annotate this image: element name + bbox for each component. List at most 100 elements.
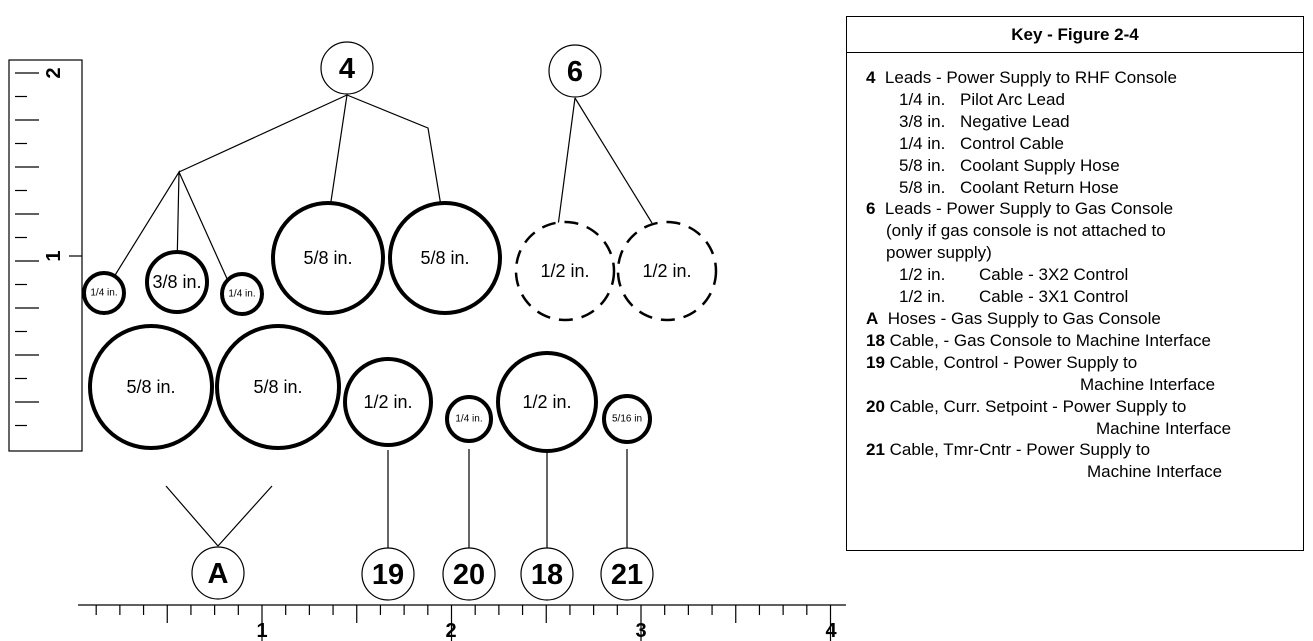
key-subitem: 1/2 in. Cable - 3X1 Control — [866, 286, 1303, 308]
key-entry-tail: Machine Interface — [1080, 374, 1216, 394]
key-entry-text: Cable, - Gas Console to Machine Interfac… — [889, 330, 1211, 350]
callout-label: 4 — [339, 53, 355, 85]
lead-circle: 1/4 in. — [220, 272, 264, 316]
leader-line-a — [217, 485, 273, 547]
h-ruler-number-2: 2 — [445, 620, 456, 641]
key-number: 20 — [866, 396, 885, 416]
key-entry-tail: Machine Interface — [1087, 462, 1223, 482]
key-size: 1/2 in. — [899, 287, 946, 307]
callout-circle — [520, 547, 574, 601]
vertical-ruler: 2 1 — [8, 59, 83, 452]
lead-circle-shape — [616, 220, 718, 322]
key-desc: Coolant Return Hose — [960, 177, 1119, 197]
lead-circle-label: 1/4 in. — [228, 289, 255, 300]
lead-circle: 1/4 in. — [445, 395, 493, 443]
lead-circle: 1/4 in. — [82, 271, 126, 315]
leader-line-4 — [178, 171, 234, 293]
key-entry-text: Leads - Power Supply to Gas Console — [884, 199, 1174, 219]
leader-line-6 — [574, 97, 653, 224]
key-number: 21 — [866, 440, 885, 460]
callout-21: 21 — [600, 547, 654, 601]
lead-circle-shape — [388, 201, 502, 315]
lead-circle-shape — [82, 271, 126, 315]
callout-20: 20 — [442, 547, 496, 601]
callout-circle — [320, 41, 374, 95]
key-size: 1/4 in. — [899, 89, 946, 109]
callout-label: 18 — [531, 559, 563, 591]
key-subitem: 1/4 in. Control Cable — [866, 133, 1303, 155]
leader-line-6 — [557, 97, 576, 227]
lead-circle-label: 1/4 in. — [90, 288, 117, 299]
key-entry-text: Cable, Curr. Setpoint - Power Supply to — [889, 396, 1187, 416]
callout-circle — [191, 546, 245, 600]
key-number: 19 — [866, 352, 885, 372]
leader-line-4 — [178, 94, 348, 173]
key-entry-text: Leads - Power Supply to RHF Console — [884, 68, 1177, 87]
key-desc: Cable - 3X2 Control — [979, 265, 1129, 285]
key-number: 18 — [866, 330, 885, 350]
callout-label: 6 — [567, 56, 583, 88]
lead-circle-label: 1/2 in. — [522, 392, 571, 412]
horizontal-ruler: 1 2 3 4 — [78, 604, 846, 641]
h-ruler-number-3: 3 — [635, 620, 646, 641]
lead-circle-shape — [514, 220, 616, 322]
lead-circle-shape — [602, 394, 652, 444]
lead-circle: 5/8 in. — [88, 324, 214, 450]
callout-label: 19 — [372, 559, 404, 591]
key-size: 3/8 in. — [899, 111, 946, 131]
key-entry-4: 4 Leads - Power Supply to RHF Console — [866, 67, 1303, 89]
key-size: 5/8 in. — [899, 155, 946, 175]
key-title: Key - Figure 2-4 — [847, 17, 1303, 53]
key-size: 1/2 in. — [899, 265, 946, 285]
lead-circle: 5/16 in — [602, 394, 652, 444]
callout-label: 21 — [611, 559, 643, 591]
lead-circle-label: 1/2 in. — [642, 261, 691, 281]
lead-circle-shape — [445, 395, 493, 443]
key-entry-21: 21 Cable, Tmr-Cntr - Power Supply to — [866, 439, 1303, 461]
key-subitem: 3/8 in. Negative Lead — [866, 111, 1303, 133]
lead-circle: 5/8 in. — [215, 324, 341, 450]
callout-circle — [361, 547, 415, 601]
callout-circle — [442, 547, 496, 601]
lead-circle-dashed: 1/2 in. — [616, 220, 718, 322]
callouts: 4 6 A 19 20 18 21 — [191, 41, 654, 601]
v-ruler-number-2: 2 — [43, 67, 65, 78]
lead-circles: 1/4 in. 3/8 in. 1/4 in. 5/8 in. 5/8 in. … — [82, 201, 718, 453]
key-desc: Negative Lead — [960, 111, 1070, 131]
lead-circle-shape — [145, 250, 209, 314]
lead-circle-shape — [271, 201, 385, 315]
lead-circle-label: 5/8 in. — [420, 248, 469, 268]
callout-label: A — [208, 558, 229, 590]
key-size: 1/4 in. — [899, 133, 946, 153]
lead-circle-shape — [220, 272, 264, 316]
key-subitem: 5/8 in.Coolant Supply Hose — [866, 155, 1303, 177]
lead-circle-label: 3/8 in. — [152, 272, 201, 292]
key-entry-text: Cable, Control - Power Supply to — [889, 352, 1138, 372]
key-desc: Control Cable — [960, 133, 1064, 153]
key-desc: Pilot Arc Lead — [960, 89, 1065, 109]
key-subitem: 1/4 in. Pilot Arc Lead — [866, 89, 1303, 111]
callout-circle — [600, 547, 654, 601]
lead-circle: 5/8 in. — [388, 201, 502, 315]
key-note: (only if gas console is not attached to — [886, 221, 1166, 241]
key-desc: Cable - 3X1 Control — [979, 287, 1129, 307]
callout-4: 4 — [320, 41, 374, 95]
figure-key-panel: Key - Figure 2-4 4 Leads - Power Supply … — [846, 16, 1304, 551]
leader-lines — [103, 94, 653, 549]
key-size: 5/8 in. — [899, 177, 946, 197]
lead-circle-shape — [215, 324, 341, 450]
h-ruler-number-4: 4 — [825, 620, 837, 641]
callout-a: A — [191, 546, 245, 600]
lead-circle-label: 5/8 in. — [303, 248, 352, 268]
callout-6: 6 — [548, 44, 602, 98]
key-subitem: 1/2 in. Cable - 3X2 Control — [866, 264, 1303, 286]
lead-circle-label: 1/2 in. — [540, 261, 589, 281]
lead-circle: 1/2 in. — [496, 351, 598, 453]
key-subitem: 5/8 in. Coolant Return Hose — [866, 177, 1303, 199]
key-note: power supply) — [886, 243, 992, 263]
lead-size-figure: 2 1 1 2 3 4 1/4 in. 3/8 in. — [8, 41, 846, 641]
lead-circle-label: 5/8 in. — [126, 377, 175, 397]
key-number: 6 — [866, 199, 876, 219]
h-ruler-number-1: 1 — [256, 620, 267, 641]
key-entry-19: 19 Cable, Control - Power Supply to — [866, 352, 1303, 374]
